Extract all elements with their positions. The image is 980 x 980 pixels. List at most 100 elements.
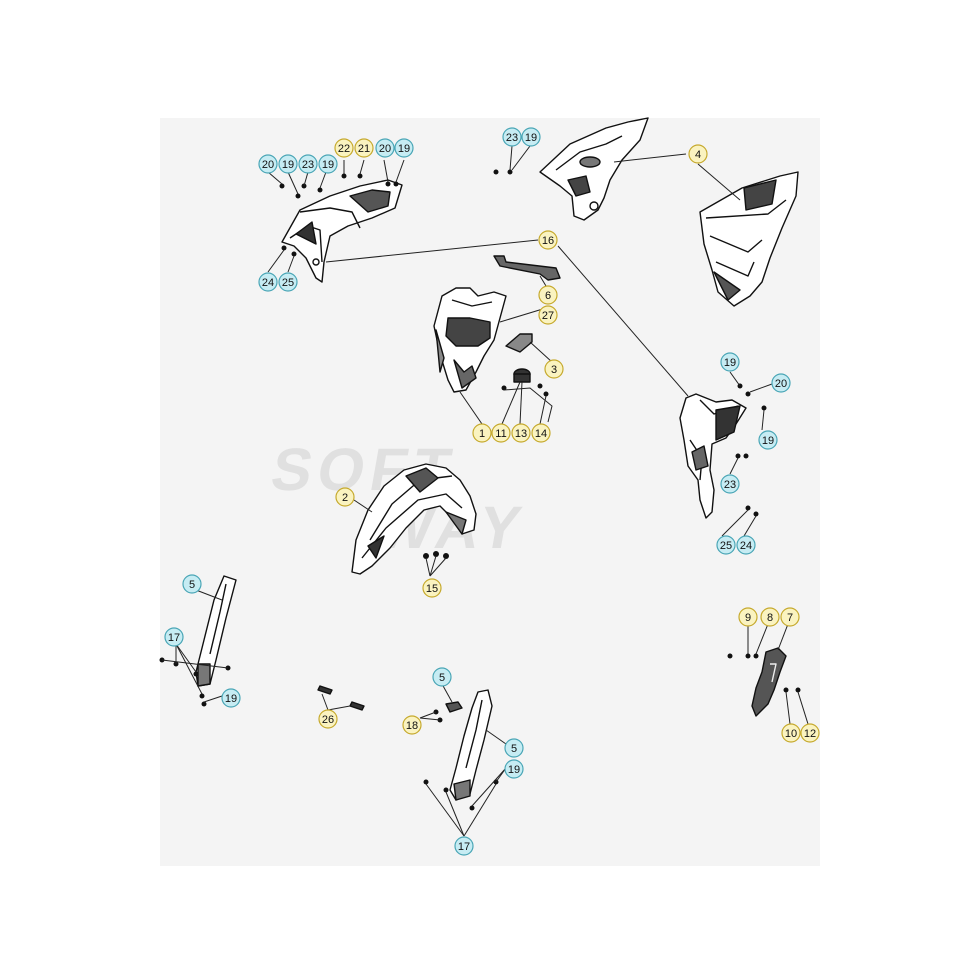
- callout-label: 19: [282, 159, 294, 171]
- callout-24: 24: [736, 535, 756, 555]
- callout-label: 3: [551, 364, 557, 376]
- callout-label: 16: [542, 235, 554, 247]
- callout-circle: [318, 154, 338, 174]
- callout-label: 27: [542, 310, 554, 322]
- callout-19: 19: [521, 127, 541, 147]
- callout-circle: [402, 715, 422, 735]
- callout-label: 10: [785, 728, 797, 740]
- callout-label: 13: [515, 428, 527, 440]
- fork-guard-bracket-part: [445, 701, 463, 713]
- callout-label: 19: [508, 764, 520, 776]
- callout-circle: [716, 535, 736, 555]
- callout-circle: [521, 127, 541, 147]
- right-fork-guard-part: [449, 689, 493, 801]
- callout-18: 18: [402, 715, 422, 735]
- callout-4: 4: [688, 144, 708, 164]
- callout-label: 20: [379, 143, 391, 155]
- callout-label: 18: [406, 720, 418, 732]
- callout-label: 20: [775, 378, 787, 390]
- callout-circle: [502, 127, 522, 147]
- callout-17: 17: [454, 836, 474, 856]
- disc-guard-part: [751, 647, 787, 717]
- callout-label: 5: [189, 579, 195, 591]
- callout-circle: [720, 474, 740, 494]
- callout-19: 19: [504, 759, 524, 779]
- callout-circle: [780, 607, 800, 627]
- callout-23: 23: [298, 154, 318, 174]
- headlight-rubber-strip-part: [493, 255, 561, 281]
- left-side-cover-part: [539, 117, 649, 221]
- callout-19: 19: [278, 154, 298, 174]
- callout-20: 20: [771, 373, 791, 393]
- callout-19: 19: [318, 154, 338, 174]
- callout-label: 9: [745, 612, 751, 624]
- callout-circle: [538, 305, 558, 325]
- callout-24: 24: [258, 272, 278, 292]
- callout-circle: [738, 607, 758, 627]
- callout-circle: [335, 487, 355, 507]
- callout-circle: [538, 230, 558, 250]
- callout-3: 3: [544, 359, 564, 379]
- callout-8: 8: [760, 607, 780, 627]
- callout-label: 25: [720, 540, 732, 552]
- callout-circle: [318, 709, 338, 729]
- callout-circle: [432, 667, 452, 687]
- sticker-pair-part: [317, 685, 365, 711]
- callout-circle: [544, 359, 564, 379]
- callout-22: 22: [334, 138, 354, 158]
- left-fork-guard-part: [195, 575, 237, 687]
- callout-25: 25: [716, 535, 736, 555]
- callout-label: 1: [479, 428, 485, 440]
- callout-circle: [298, 154, 318, 174]
- callout-circle: [221, 688, 241, 708]
- right-side-cover-part: [699, 171, 799, 307]
- callout-circle: [394, 138, 414, 158]
- callout-5: 5: [432, 667, 452, 687]
- callout-label: 12: [804, 728, 816, 740]
- callout-circle: [258, 272, 278, 292]
- callout-circle: [531, 423, 551, 443]
- callout-13: 13: [511, 423, 531, 443]
- callout-circle: [472, 423, 492, 443]
- callout-label: 24: [740, 540, 752, 552]
- callout-circle: [258, 154, 278, 174]
- callout-label: 20: [262, 159, 274, 171]
- callout-11: 11: [491, 423, 511, 443]
- callout-circle: [800, 723, 820, 743]
- callout-19: 19: [221, 688, 241, 708]
- callout-19: 19: [394, 138, 414, 158]
- callout-label: 19: [322, 159, 334, 171]
- callout-19: 19: [758, 430, 778, 450]
- leader-lines: [161, 145, 809, 837]
- callout-label: 25: [282, 277, 294, 289]
- callout-20: 20: [258, 154, 278, 174]
- callout-label: 26: [322, 714, 334, 726]
- callout-5: 5: [182, 574, 202, 594]
- callout-circle: [491, 423, 511, 443]
- callout-label: 6: [545, 290, 551, 302]
- callout-circle: [375, 138, 395, 158]
- callout-26: 26: [318, 709, 338, 729]
- callout-25: 25: [278, 272, 298, 292]
- callout-circle: [781, 723, 801, 743]
- callout-label: 23: [724, 479, 736, 491]
- callout-circle: [182, 574, 202, 594]
- callout-label: 24: [262, 277, 274, 289]
- callout-label: 14: [535, 428, 547, 440]
- front-fender-part: [351, 463, 477, 575]
- callout-circle: [278, 272, 298, 292]
- callout-5: 5: [504, 738, 524, 758]
- callout-label: 11: [495, 428, 506, 440]
- callout-label: 5: [511, 743, 517, 755]
- callout-circle: [771, 373, 791, 393]
- callout-label: 7: [787, 612, 793, 624]
- callout-circle: [278, 154, 298, 174]
- callout-circle: [760, 607, 780, 627]
- callout-20: 20: [375, 138, 395, 158]
- callout-7: 7: [780, 607, 800, 627]
- callout-label: 8: [767, 612, 773, 624]
- callout-circle: [688, 144, 708, 164]
- callout-10: 10: [781, 723, 801, 743]
- callout-label: 17: [168, 632, 180, 644]
- callout-label: 19: [225, 693, 237, 705]
